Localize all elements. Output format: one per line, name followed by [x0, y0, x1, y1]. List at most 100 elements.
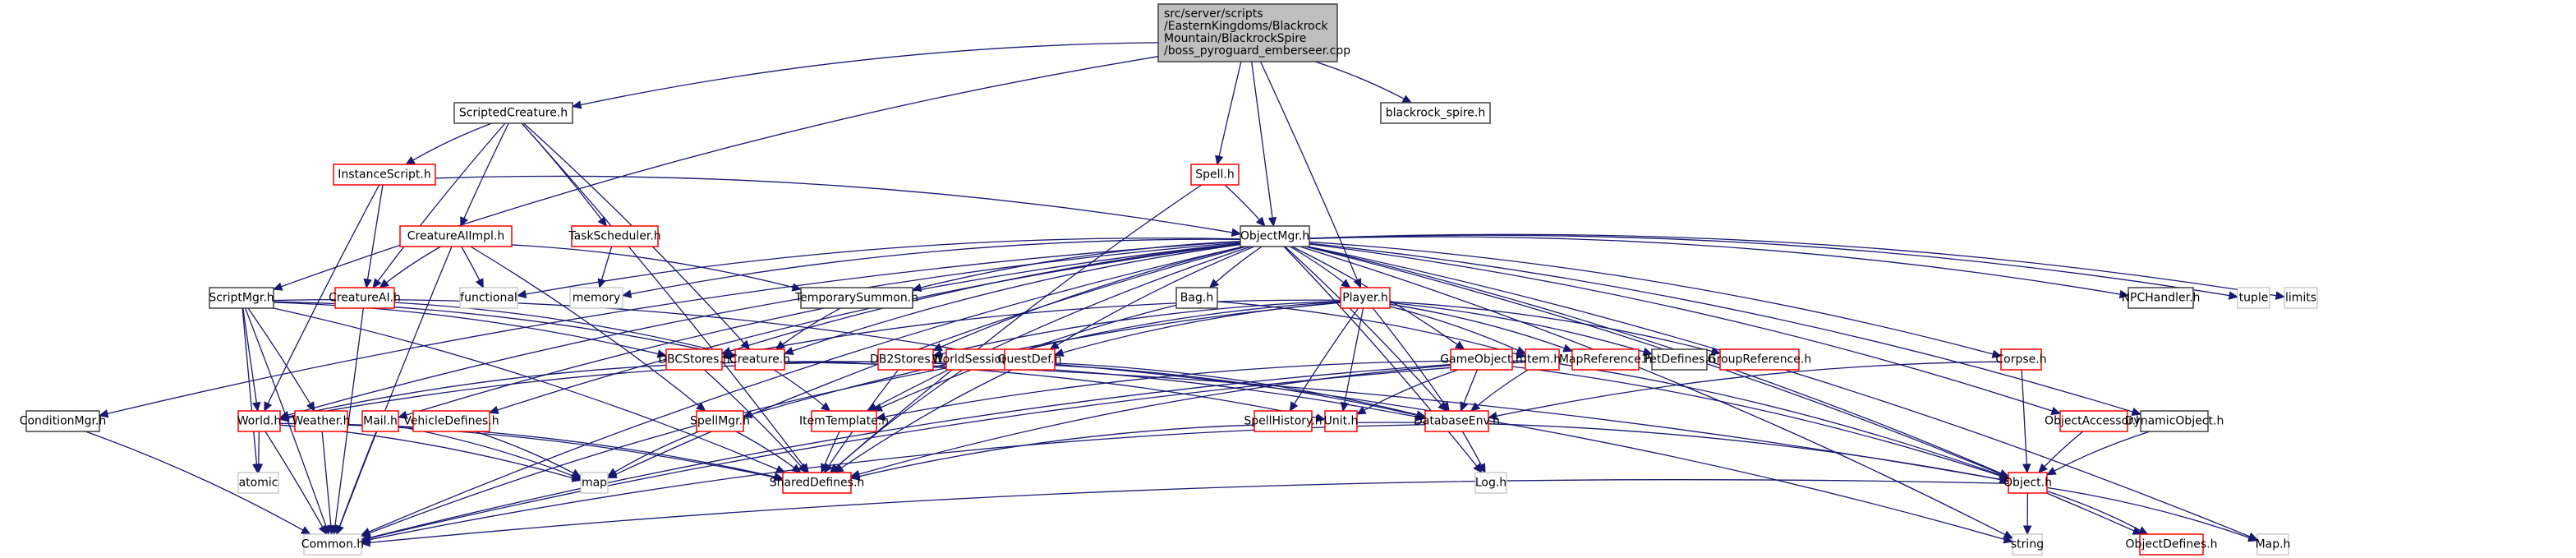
node-Unit[interactable]: Unit.h	[1324, 410, 1359, 432]
node-InstanceScript[interactable]: InstanceScript.h	[333, 164, 436, 186]
node-ScriptMgr[interactable]: ScriptMgr.h	[209, 287, 274, 309]
node-functional: functional	[459, 287, 518, 309]
node-Item[interactable]: Item.h	[1524, 348, 1561, 371]
node-box	[2140, 410, 2209, 432]
node-Mail[interactable]: Mail.h	[361, 410, 399, 432]
edge-line	[368, 246, 1244, 533]
node-label: src/server/scripts	[1164, 7, 1263, 21]
edge-line	[279, 422, 775, 478]
node-World[interactable]: World.h	[237, 410, 281, 432]
node-ObjectDefines[interactable]: ObjectDefines.h	[2126, 533, 2218, 556]
edge-QuestDef-to-SharedDefines	[834, 369, 1013, 473]
edge-line	[875, 246, 1252, 408]
node-DB2Stores[interactable]: DB2Stores.h	[870, 348, 941, 371]
node-string: string	[2011, 533, 2044, 556]
node-Corpse[interactable]: Corpse.h	[1995, 348, 2047, 371]
arrowhead-icon	[2118, 289, 2130, 299]
edge-InstanceScript-to-ObjectMgr	[435, 175, 1242, 237]
edge-ObjectMgr-to-Creature	[783, 243, 1241, 355]
edge-line	[1344, 307, 1364, 404]
edge-line	[1314, 61, 1405, 99]
edge-Player-to-Unit	[1340, 307, 1364, 413]
edge-ObjectMgr-to-functional	[516, 237, 1241, 299]
node-label: CreatureAIImpl.h	[407, 230, 504, 243]
node-Creature[interactable]: Creature.h	[729, 348, 790, 371]
node-NPCHandler[interactable]: NPCHandler.h	[2122, 287, 2201, 309]
edge-Object-to-Common	[360, 479, 2009, 547]
node-Bag[interactable]: Bag.h	[1175, 287, 1218, 309]
node-ItemTemplate[interactable]: ItemTemplate.h	[799, 410, 889, 432]
node-VehicleDefines[interactable]: VehicleDefines.h	[403, 410, 499, 432]
node-box	[800, 287, 913, 309]
edge-line	[321, 431, 332, 527]
node-SpellMgr[interactable]: SpellMgr.h	[690, 410, 750, 432]
node-QuestDef[interactable]: QuestDef.h	[998, 348, 1062, 371]
node-TaskScheduler[interactable]: TaskScheduler.h	[568, 225, 661, 247]
node-CreatureAIImpl[interactable]: CreatureAIImpl.h	[399, 225, 513, 247]
node-ConditionMgr[interactable]: ConditionMgr.h	[20, 410, 107, 432]
node-label: ScriptedCreature.h	[459, 107, 568, 120]
arrowhead-icon	[405, 156, 416, 165]
edge-line	[614, 246, 1247, 475]
node-CreatureAI[interactable]: CreatureAI.h	[329, 287, 401, 309]
arrowhead-icon	[656, 349, 668, 358]
node-Log: Log.h	[1474, 472, 1507, 494]
edge-line	[2044, 431, 2083, 468]
node-memory: memory	[569, 287, 623, 309]
node-Player[interactable]: Player.h	[1340, 287, 1391, 309]
node-DatabaseEnv[interactable]: DatabaseEnv.h	[1414, 410, 1500, 432]
edge-line	[1389, 301, 1713, 353]
node-WorldSession[interactable]: WorldSession.h	[932, 348, 1020, 371]
node-Spell[interactable]: Spell.h	[1190, 164, 1240, 186]
node-GroupReference[interactable]: GroupReference.h	[1708, 348, 1811, 371]
node-box	[334, 287, 395, 309]
node-ObjectAccessor[interactable]: ObjectAccessor.h	[2045, 410, 2143, 432]
edge-line	[2046, 490, 2141, 531]
edge-Spell-to-ObjectMgr	[1224, 184, 1266, 227]
arrowhead-icon	[1341, 279, 1351, 288]
node-Object[interactable]: Object.h	[2003, 472, 2052, 494]
edge-ScriptMgr-to-World	[242, 307, 261, 413]
node-box	[2237, 287, 2270, 309]
arrowhead-icon	[1053, 348, 1065, 357]
node-SpellHistory[interactable]: SpellHistory.h	[1244, 410, 1322, 432]
edge-line	[941, 300, 1341, 355]
node-PetDefines[interactable]: PetDefines.h	[1643, 348, 1716, 371]
node-MapReference[interactable]: MapReference.h	[1559, 348, 1652, 371]
node-box	[1424, 410, 1489, 432]
edge-line	[835, 184, 1203, 468]
node-DBCStores[interactable]: DBCStores.h	[658, 348, 730, 371]
node-box	[2008, 472, 2048, 494]
edge-line	[475, 431, 574, 474]
arrowhead-icon	[849, 472, 861, 481]
edge-ScriptedCreature-to-CreatureAIImpl	[460, 122, 509, 228]
edge-ObjectMgr-to-NPCHandler	[1309, 236, 2130, 299]
node-TemporarySummon[interactable]: TemporarySummon.h	[794, 287, 918, 309]
edge-line	[1290, 246, 1345, 284]
edge-ObjectMgr-to-Bag	[1208, 246, 1263, 288]
node-Weather[interactable]: Weather.h	[292, 410, 351, 432]
edge-ObjectMgr-to-QuestDef	[1049, 246, 1255, 350]
node-SharedDefines[interactable]: SharedDefines.h	[770, 472, 865, 494]
node-label: PetDefines.h	[1643, 353, 1715, 367]
node-label: Map.h	[2256, 538, 2291, 551]
edge-line	[614, 431, 700, 473]
edge-ObjectMgr-to-Mail	[397, 242, 1241, 419]
edge-line	[386, 246, 441, 284]
edge-Item-to-Common	[360, 361, 1526, 542]
node-ScriptedCreature[interactable]: ScriptedCreature.h	[453, 102, 573, 124]
node-blackrock_spire[interactable]: blackrock_spire.h	[1380, 102, 1491, 124]
edge-line	[1283, 246, 1478, 467]
node-label: Mountain/BlackrockSpire	[1164, 32, 1306, 45]
edge-ScriptedCreature-to-InstanceScript	[405, 122, 493, 165]
arrowhead-icon	[597, 216, 607, 227]
node-GameObject[interactable]: GameObject.h	[1440, 348, 1523, 371]
arrowhead-icon	[791, 463, 802, 473]
node-ObjectMgr[interactable]: ObjectMgr.h	[1240, 225, 1310, 247]
arrowhead-icon	[872, 403, 884, 412]
node-box	[696, 410, 744, 432]
node-DynamicObject[interactable]: DynamicObject.h	[2125, 410, 2224, 432]
edge-ObjectMgr-to-tuple	[1309, 234, 2239, 300]
edge-line	[858, 424, 1255, 477]
node-label: QuestDef.h	[998, 353, 1062, 367]
